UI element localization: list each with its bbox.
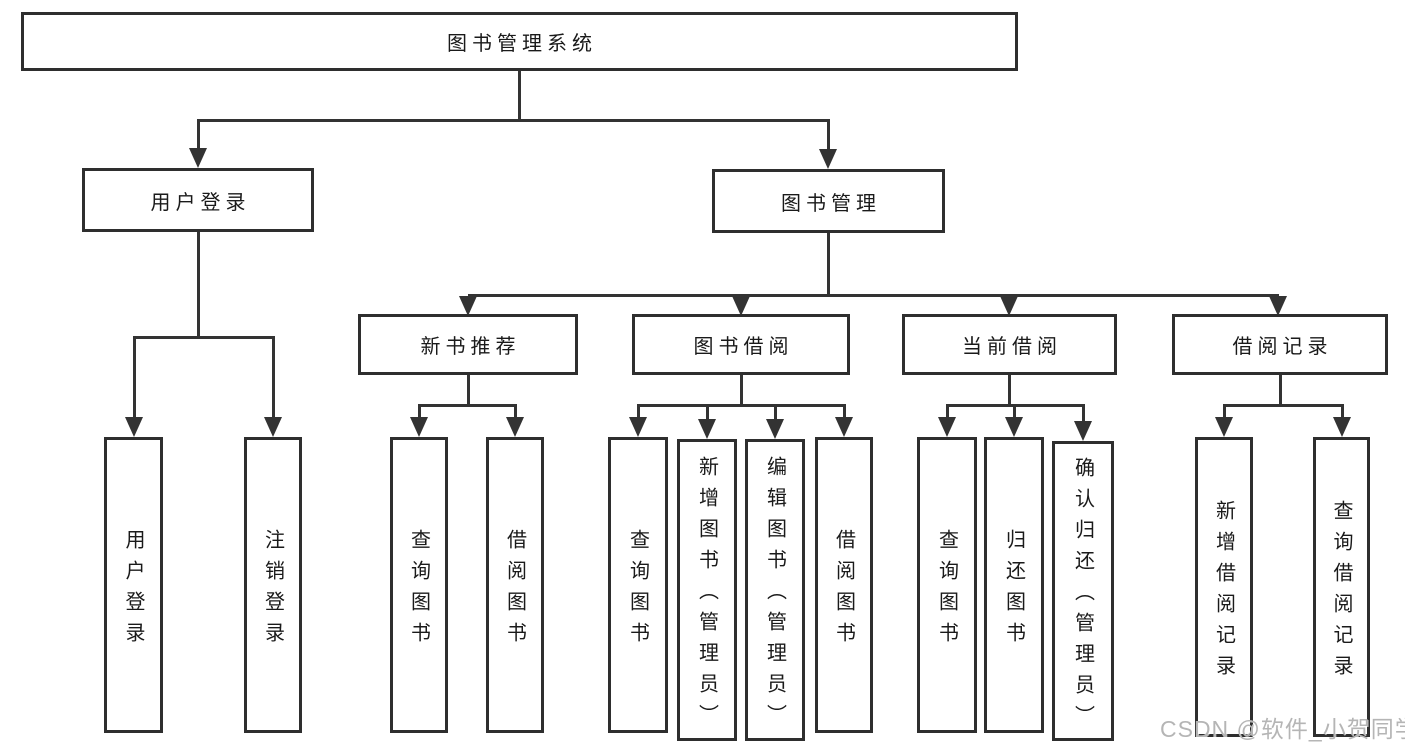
connector-line — [637, 404, 640, 420]
connector-line — [827, 233, 830, 296]
node-user-login: 用户登录 — [82, 168, 314, 232]
node-root-library-system: 图书管理系统 — [21, 12, 1018, 71]
leaf-query-books-current: 查询图书 — [917, 437, 977, 733]
csdn-watermark: CSDN @软件_小贺同学 — [1160, 716, 1405, 742]
connector-line — [1223, 404, 1343, 407]
connector-line — [1341, 404, 1344, 420]
arrow-down-icon — [125, 417, 143, 437]
arrow-down-icon — [1074, 421, 1092, 441]
node-new-book-recommend: 新书推荐 — [358, 314, 578, 375]
connector-line — [1279, 375, 1282, 406]
leaf-return-books: 归还图书 — [984, 437, 1044, 733]
leaf-query-books-borrowing: 查询图书 — [608, 437, 668, 733]
connector-line — [518, 71, 521, 121]
arrow-down-icon — [835, 417, 853, 437]
leaf-add-books-admin: 新增图书（管理员） — [677, 439, 737, 741]
leaf-confirm-return-admin: 确认归还（管理员） — [1052, 441, 1114, 741]
leaf-user-login: 用户登录 — [104, 437, 163, 733]
connector-line — [1013, 404, 1016, 420]
arrow-down-icon — [410, 417, 428, 437]
node-current-borrowing: 当前借阅 — [902, 314, 1117, 375]
arrow-down-icon — [1333, 417, 1351, 437]
leaf-query-borrow-record: 查询借阅记录 — [1313, 437, 1370, 737]
arrow-down-icon — [506, 417, 524, 437]
arrow-down-icon — [264, 417, 282, 437]
node-book-borrowing: 图书借阅 — [632, 314, 850, 375]
leaf-borrow-books: 借阅图书 — [815, 437, 873, 733]
arrow-down-icon — [819, 149, 837, 169]
connector-line — [1223, 404, 1226, 420]
node-book-management: 图书管理 — [712, 169, 945, 233]
connector-line — [197, 119, 200, 150]
connector-line — [946, 404, 949, 420]
connector-line — [843, 404, 846, 420]
connector-line — [1008, 375, 1011, 406]
connector-line — [133, 336, 275, 339]
connector-line — [133, 336, 136, 419]
node-borrowing-records: 借阅记录 — [1172, 314, 1388, 375]
connector-line — [637, 404, 846, 407]
arrow-down-icon — [189, 148, 207, 168]
arrow-down-icon — [698, 419, 716, 439]
connector-line — [468, 294, 1279, 297]
connector-line — [740, 375, 743, 406]
leaf-logout: 注销登录 — [244, 437, 302, 733]
connector-line — [514, 404, 517, 420]
connector-line — [197, 119, 830, 122]
leaf-query-books-recommend: 查询图书 — [390, 437, 448, 733]
arrow-down-icon — [1000, 296, 1018, 316]
arrow-down-icon — [938, 417, 956, 437]
arrow-down-icon — [1005, 417, 1023, 437]
connector-line — [272, 336, 275, 419]
arrow-down-icon — [629, 417, 647, 437]
connector-line — [418, 404, 421, 420]
arrow-down-icon — [1269, 296, 1287, 316]
connector-line — [706, 404, 709, 421]
leaf-borrow-books-recommend: 借阅图书 — [486, 437, 544, 733]
leaf-edit-books-admin: 编辑图书（管理员） — [745, 439, 805, 741]
connector-line — [418, 404, 517, 407]
connector-line — [197, 232, 200, 338]
leaf-add-borrow-record: 新增借阅记录 — [1195, 437, 1253, 737]
arrow-down-icon — [459, 296, 477, 316]
connector-line — [774, 404, 777, 421]
arrow-down-icon — [766, 419, 784, 439]
connector-line — [1082, 404, 1085, 423]
connector-line — [467, 375, 470, 406]
arrow-down-icon — [732, 296, 750, 316]
arrow-down-icon — [1215, 417, 1233, 437]
connector-line — [827, 119, 830, 150]
